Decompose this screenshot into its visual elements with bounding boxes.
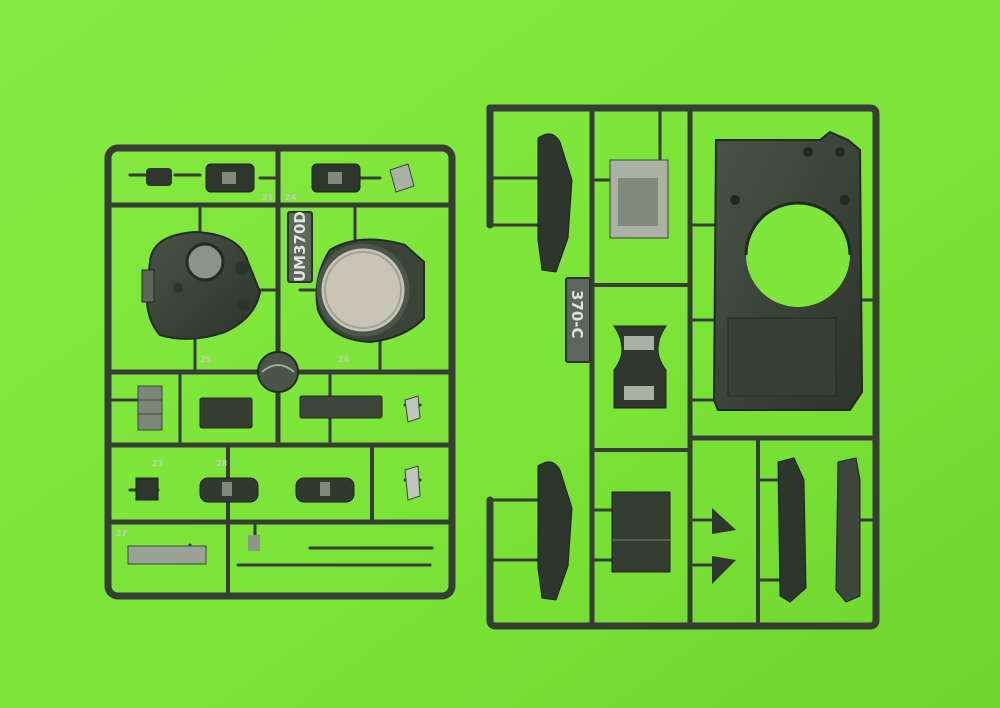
clip-part-2	[404, 465, 421, 501]
part-number-24: 24	[285, 193, 297, 202]
plate-part-top	[389, 163, 415, 193]
part-number-23: 23	[152, 459, 163, 468]
wedge-part-2	[712, 556, 736, 584]
sprue-left-parts: UM370D 21 24 26 25	[116, 163, 425, 565]
fender-part-bottom	[537, 461, 573, 601]
side-strip-part-2	[835, 457, 861, 603]
part-number-28: 28	[216, 459, 228, 468]
part-number-25: 25	[200, 355, 212, 364]
sprue-right-tag	[565, 277, 591, 363]
sprue-left	[104, 144, 456, 600]
side-strip-part-1	[777, 457, 807, 603]
engine-deck-part	[611, 491, 671, 573]
long-bar-part	[299, 395, 383, 419]
part-number-26: 26	[338, 355, 350, 364]
wedge-part-1	[712, 508, 736, 534]
hatch-part-1	[146, 168, 172, 186]
sprue-right-parts: 370-C	[537, 130, 864, 603]
sprue-right-frame	[486, 104, 880, 630]
clip-part	[404, 395, 421, 423]
sprue-right-code: 370-C	[568, 290, 586, 339]
block-part	[199, 397, 253, 429]
turret-shell-part	[145, 230, 262, 340]
sprue-right	[486, 104, 880, 630]
vent-part	[137, 385, 163, 431]
part-number-27: 27	[116, 529, 127, 538]
flat-plate-part	[127, 545, 207, 565]
sprue-left-tag	[287, 211, 313, 283]
sprue-left-code: UM370D	[291, 211, 309, 282]
fender-part-top	[537, 133, 573, 273]
part-number-21: 21	[262, 193, 274, 202]
part-numbers-left: 21 24 26 25 23 28 27	[116, 193, 350, 538]
